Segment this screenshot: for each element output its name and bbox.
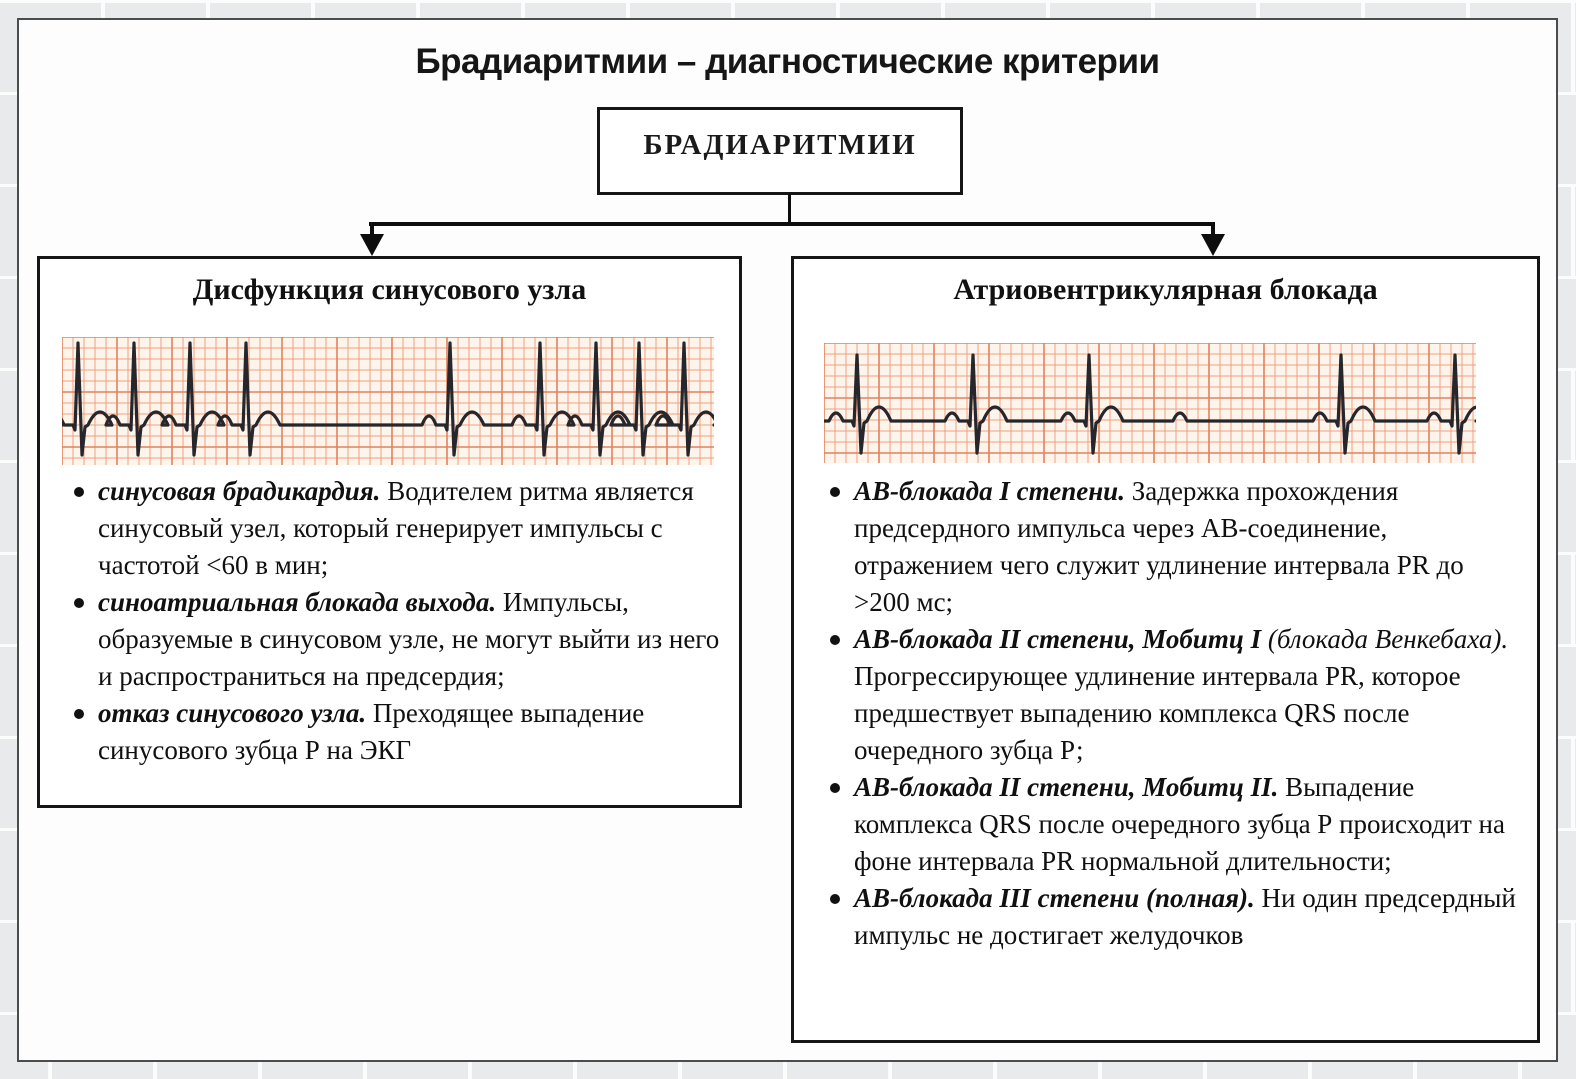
panel-right-bullet-list: АВ-блокада I степени. Задержка прохожден… [824,473,1517,954]
bullet-term: отказ синусового узла. [98,698,367,728]
arrowhead-right-icon [1201,234,1225,256]
bullet-item: АВ-блокада II степени, Мобитц I (блокада… [824,621,1517,769]
bullet-dot-icon [830,783,840,793]
connector-crossbar [369,222,1215,226]
bullet-dot-icon [830,894,840,904]
bullet-item: АВ-блокада II степени, Мобитц II. Выпаде… [824,769,1517,880]
bullet-description: Выпадение комплекса QRS после очередного… [854,772,1505,876]
arrowhead-left-icon [360,234,384,256]
bullet-item: отказ синусового узла. Преходящее выпаде… [68,695,723,769]
bullet-term: синусовая брадикардия. [98,476,381,506]
panel-left-title: Дисфункция синусового узла [192,273,587,306]
bullet-term: АВ-блокада I степени. [854,476,1125,506]
connector-stem [788,194,791,224]
connector-right-stub [1211,222,1215,236]
bullet-description: Импульсы, образуемые в синусовом узле, н… [98,587,720,691]
connector-left-stub [370,222,374,236]
bullet-description: Задержка прохождения предсердного импуль… [854,476,1464,617]
bullet-dot-icon [74,487,84,497]
bullet-term: синоатриальная блокада выхода. [98,587,497,617]
bullet-item: АВ-блокада III степени (полная). Ни один… [824,880,1517,954]
bullet-description: Прогрессирующее удлинение интервала PR, … [854,661,1461,765]
ecg-strip-dropped-qrs [824,343,1476,463]
bullet-term: АВ-блокада II степени, Мобитц II. [854,772,1279,802]
root-node-bradyarrhythmias: БРАДИАРИТМИИ [597,107,963,195]
bullet-term-note: (блокада Венкебаха). [1261,624,1509,654]
root-node-label: БРАДИАРИТМИИ [643,128,917,161]
ecg-strip-sinus-pause [62,337,714,465]
panel-left-bullet-list: синусовая брадикардия. Водителем ритма я… [68,473,723,769]
bullet-dot-icon [74,709,84,719]
panel-sinus-node-dysfunction: Дисфункция синусового узла синусовая бра… [37,256,742,808]
bullet-dot-icon [74,598,84,608]
bullet-term: АВ-блокада II степени, Мобитц I [854,624,1262,654]
slide-title: Брадиаритмии – диагностические критерии [415,42,1160,81]
panel-av-block: Атриовентрикулярная блокада АВ-блокада I… [791,256,1540,1043]
bullet-item: синоатриальная блокада выхода. Импульсы,… [68,584,723,695]
bullet-item: синусовая брадикардия. Водителем ритма я… [68,473,723,584]
bullet-term: АВ-блокада III степени (полная). [854,883,1255,913]
bullet-description: Преходящее выпадение синусового зубца Р … [98,698,645,765]
slide-card: Брадиаритмии – диагностические критерии … [17,18,1558,1062]
bullet-item: АВ-блокада I степени. Задержка прохожден… [824,473,1517,621]
bullet-description: Ни один предсердный импульс не достигает… [854,883,1516,950]
bullet-description: Водителем ритма является синусовый узел,… [98,476,694,580]
bullet-dot-icon [830,487,840,497]
bullet-dot-icon [830,635,840,645]
panel-right-title: Атриовентрикулярная блокада [953,273,1378,306]
